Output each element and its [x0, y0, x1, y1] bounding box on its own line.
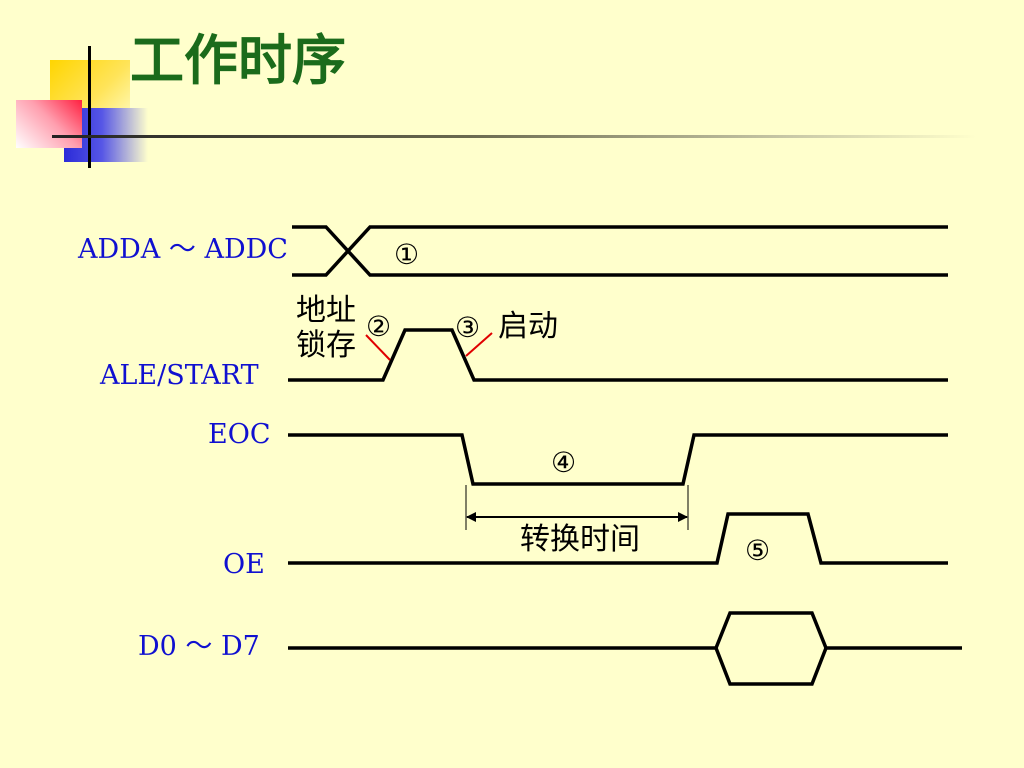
pointer-latch: [365, 334, 391, 361]
annotation-conversion-time: 转换时间: [520, 522, 640, 557]
pointer-start: [465, 332, 493, 357]
marker-4: ④: [551, 446, 576, 479]
decor-red-square: [16, 100, 82, 148]
annotation-latch-line2: 锁存: [296, 328, 356, 363]
waveform-address-upper: [292, 225, 948, 277]
waveform-eoc: [288, 433, 948, 486]
marker-1: ①: [394, 238, 419, 271]
waveform-oe: [288, 512, 948, 565]
waveform-address-lower: [292, 225, 948, 277]
annotation-latch-line1: 地址: [296, 293, 356, 328]
decor-vertical-line: [88, 46, 91, 168]
marker-3: ③: [455, 311, 480, 344]
marker-2: ②: [366, 310, 391, 343]
signal-label-data: D0 ～ D7: [138, 631, 260, 662]
annotation-start: 启动: [498, 309, 558, 344]
waveform-data-line: [288, 611, 962, 650]
signal-label-ale-start: ALE/START: [100, 360, 259, 391]
title-underline: [52, 135, 976, 138]
signal-label-oe: OE: [223, 549, 265, 580]
signal-label-address: ADDA ～ ADDC: [78, 234, 288, 265]
waveform-ale-start: [288, 328, 948, 382]
waveform-data-lower: [714, 647, 828, 686]
marker-5: ⑤: [745, 534, 770, 567]
page-title: 工作时序: [130, 29, 346, 92]
signal-label-eoc: EOC: [208, 419, 271, 450]
